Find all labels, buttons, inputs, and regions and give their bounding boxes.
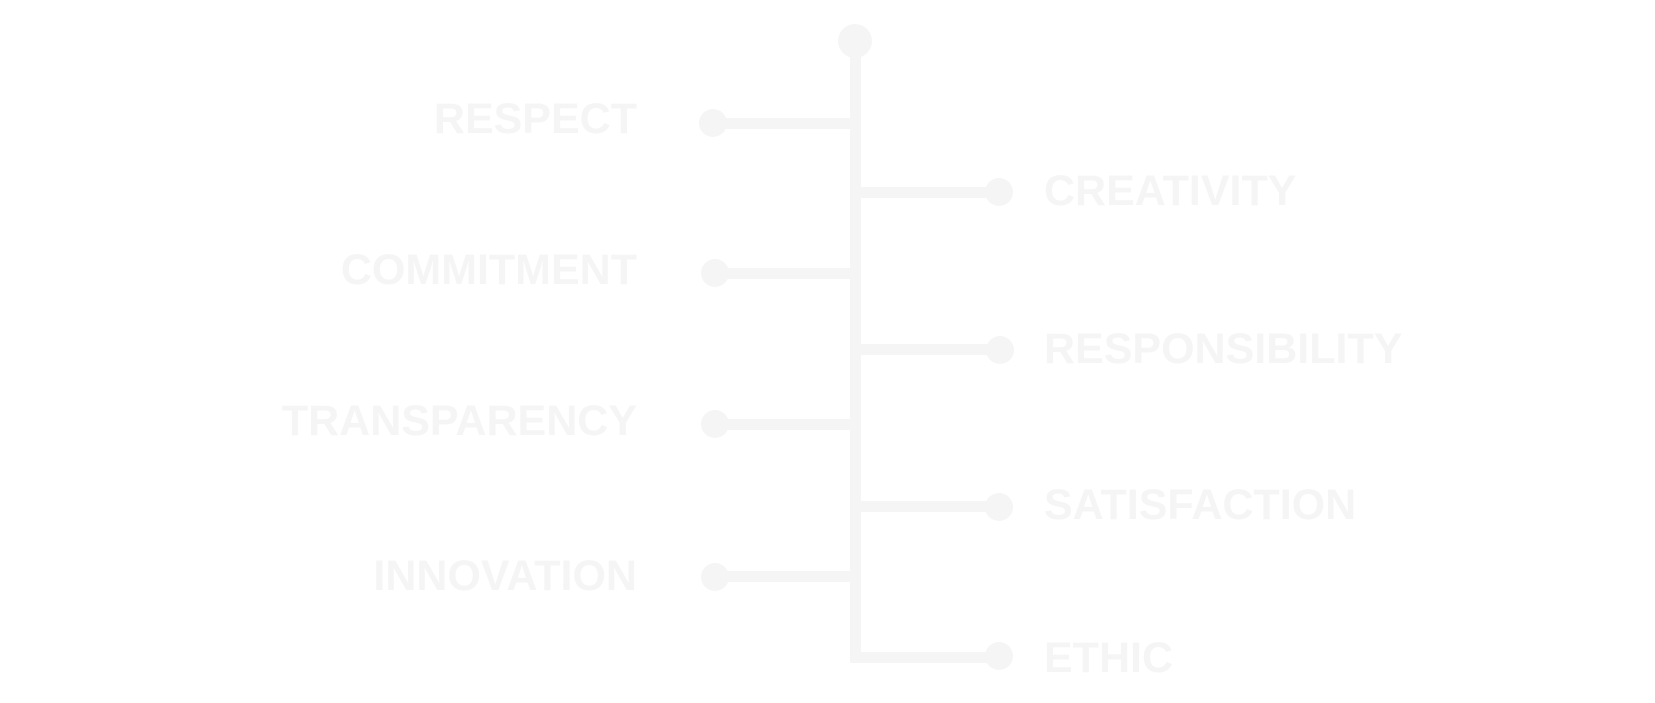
trunk-line xyxy=(850,41,861,660)
node-commitment xyxy=(701,259,729,287)
value-label-respect: RESPECT xyxy=(433,95,637,143)
value-label-satisfaction: SATISFACTION xyxy=(1044,481,1357,529)
value-label-creativity: CREATIVITY xyxy=(1044,167,1297,215)
branch-satisfaction xyxy=(858,501,999,512)
node-ethic xyxy=(985,642,1013,670)
node-satisfaction xyxy=(985,493,1013,521)
branch-respect xyxy=(713,118,853,129)
value-label-ethic: ETHIC xyxy=(1044,634,1173,682)
node-responsibility xyxy=(986,336,1014,364)
branch-innovation xyxy=(715,571,853,582)
branch-commitment xyxy=(715,268,853,279)
branch-ethic xyxy=(850,652,999,663)
node-creativity xyxy=(985,178,1013,206)
branch-responsibility xyxy=(858,344,1000,355)
node-respect xyxy=(699,109,727,137)
node-transparency xyxy=(701,410,729,438)
branch-creativity xyxy=(858,187,999,198)
value-label-commitment: COMMITMENT xyxy=(340,246,637,294)
value-label-innovation: INNOVATION xyxy=(373,552,637,600)
branch-transparency xyxy=(715,419,853,430)
value-label-transparency: TRANSPARENCY xyxy=(281,397,637,445)
node-innovation xyxy=(701,563,729,591)
value-label-responsibility: RESPONSIBILITY xyxy=(1044,325,1403,373)
